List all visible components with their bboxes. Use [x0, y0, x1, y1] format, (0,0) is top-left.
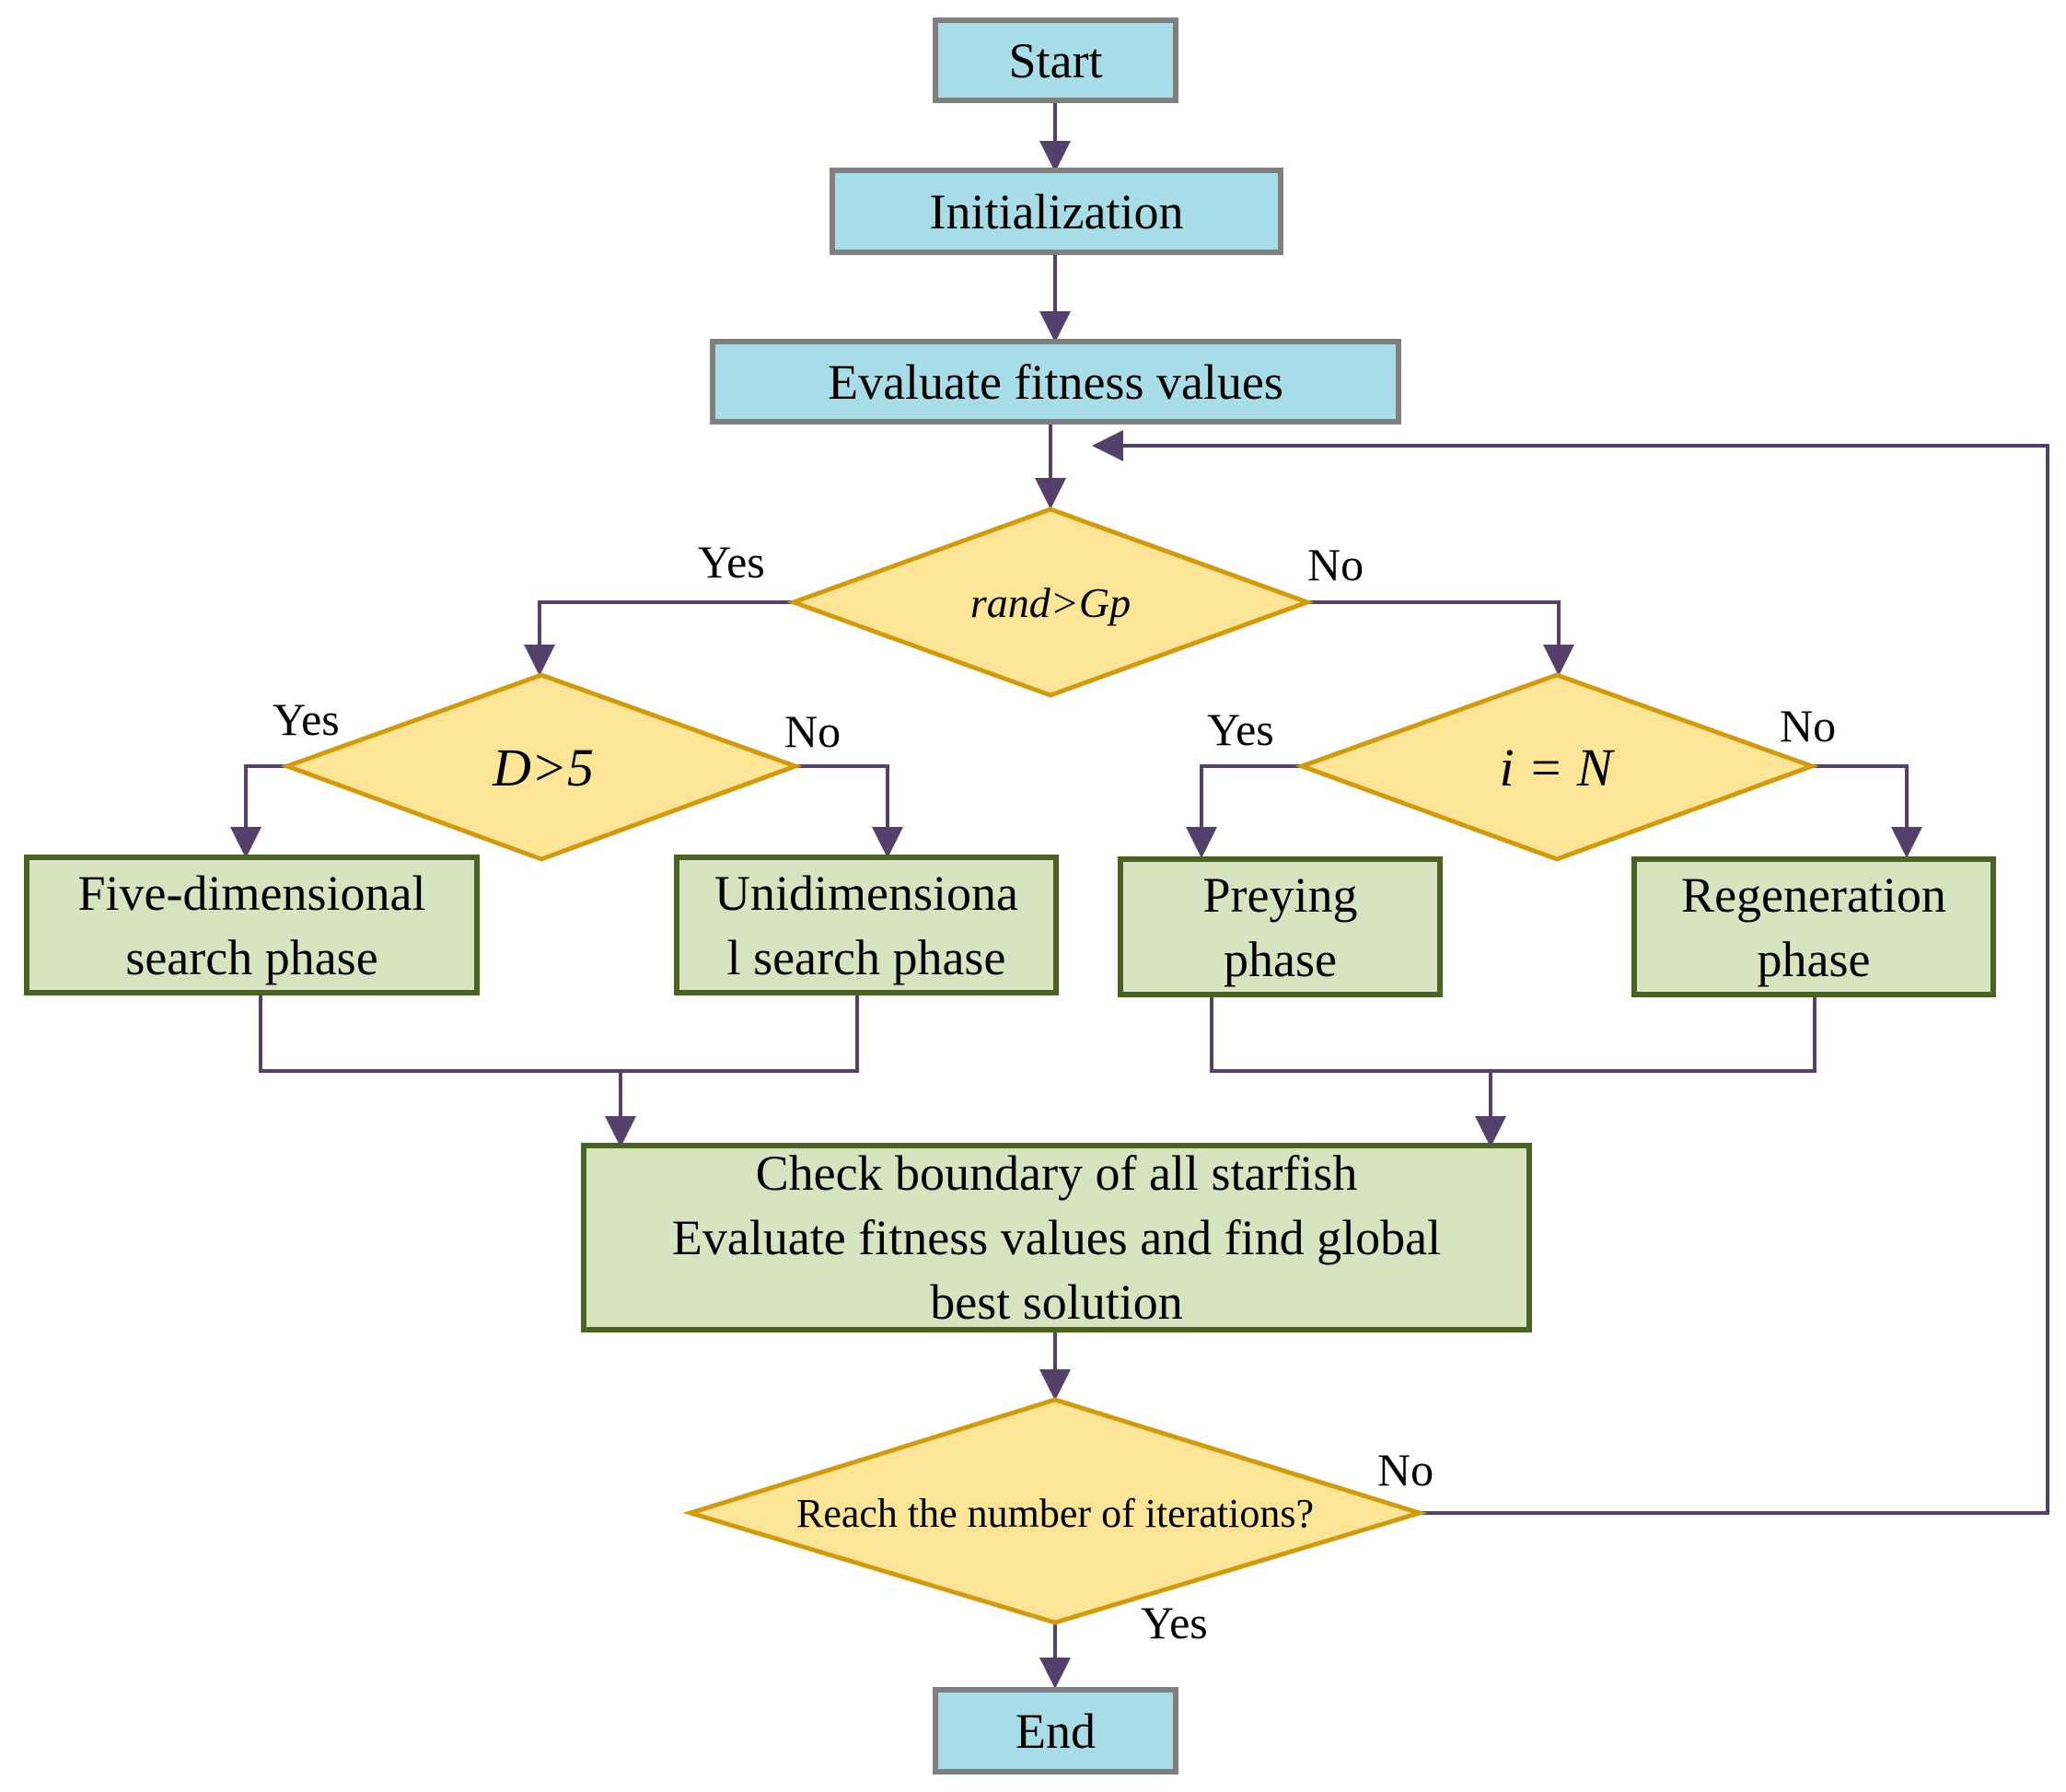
decision-i-diamond [1294, 672, 1819, 862]
edge-merge-left [259, 995, 859, 1073]
unidimensional-line-1: Unidimensiona [714, 865, 1018, 921]
rand-no-label: No [1307, 539, 1364, 590]
edge-merge-right [1210, 995, 1816, 1073]
iter-yes-label: Yes [1141, 1597, 1208, 1648]
end-label: End [1016, 1703, 1096, 1759]
decision-rand-text: rand>Gp [969, 578, 1132, 626]
preying-line-1: Preying [1202, 867, 1358, 923]
d-no-label: No [784, 705, 841, 757]
decision-rand-diamond [786, 506, 1315, 698]
i-no-label: No [1780, 700, 1837, 751]
edge-iter-no-loop [1092, 430, 2049, 1515]
rand-yes-label: Yes [698, 536, 765, 588]
check-line-2: Evaluate fitness values and find global [671, 1210, 1442, 1265]
check-boundary-box: Check boundary of all starfish Evaluate … [581, 1143, 1532, 1332]
decision-iter-text: Reach the number of iterations? [795, 1490, 1314, 1536]
decision-d-diamond [280, 672, 803, 862]
edge-d-no [795, 764, 903, 858]
edge-rand-no [1307, 600, 1574, 676]
evaluate-fitness-box: Evaluate fitness values [710, 339, 1401, 425]
edge-d-yes [230, 764, 287, 858]
check-line-1: Check boundary of all starfish [755, 1146, 1358, 1201]
initialization-box: Initialization [830, 168, 1283, 255]
five-dimensional-box: Five-dimensional search phase [24, 855, 480, 995]
edge-rand-yes [524, 600, 794, 676]
preying-box: Preying phase [1118, 856, 1443, 997]
regeneration-line-2: phase [1757, 931, 1871, 987]
decision-iter-diamond [682, 1397, 1428, 1625]
decision-i-text: i = N [1499, 737, 1613, 797]
check-line-3: best solution [930, 1274, 1183, 1330]
evaluate-fitness-label: Evaluate fitness values [828, 354, 1283, 410]
edge-i-no [1812, 764, 1922, 858]
regeneration-box: Regeneration phase [1631, 856, 1996, 997]
edge-i-yes [1186, 764, 1302, 858]
five-dimensional-line-1: Five-dimensional [77, 865, 426, 921]
decision-d-text: D>5 [492, 737, 595, 797]
iter-no-label: No [1377, 1444, 1434, 1495]
five-dimensional-line-2: search phase [125, 929, 378, 985]
i-yes-label: Yes [1207, 704, 1274, 755]
end-box: End [933, 1687, 1178, 1775]
unidimensional-line-2: l search phase [726, 929, 1006, 985]
start-label: Start [1008, 32, 1103, 88]
start-box: Start [933, 17, 1178, 103]
regeneration-line-1: Regeneration [1681, 867, 1946, 923]
d-yes-label: Yes [273, 693, 340, 745]
unidimensional-box: Unidimensiona l search phase [674, 855, 1059, 995]
preying-line-2: phase [1224, 931, 1337, 987]
initialization-label: Initialization [929, 183, 1184, 239]
